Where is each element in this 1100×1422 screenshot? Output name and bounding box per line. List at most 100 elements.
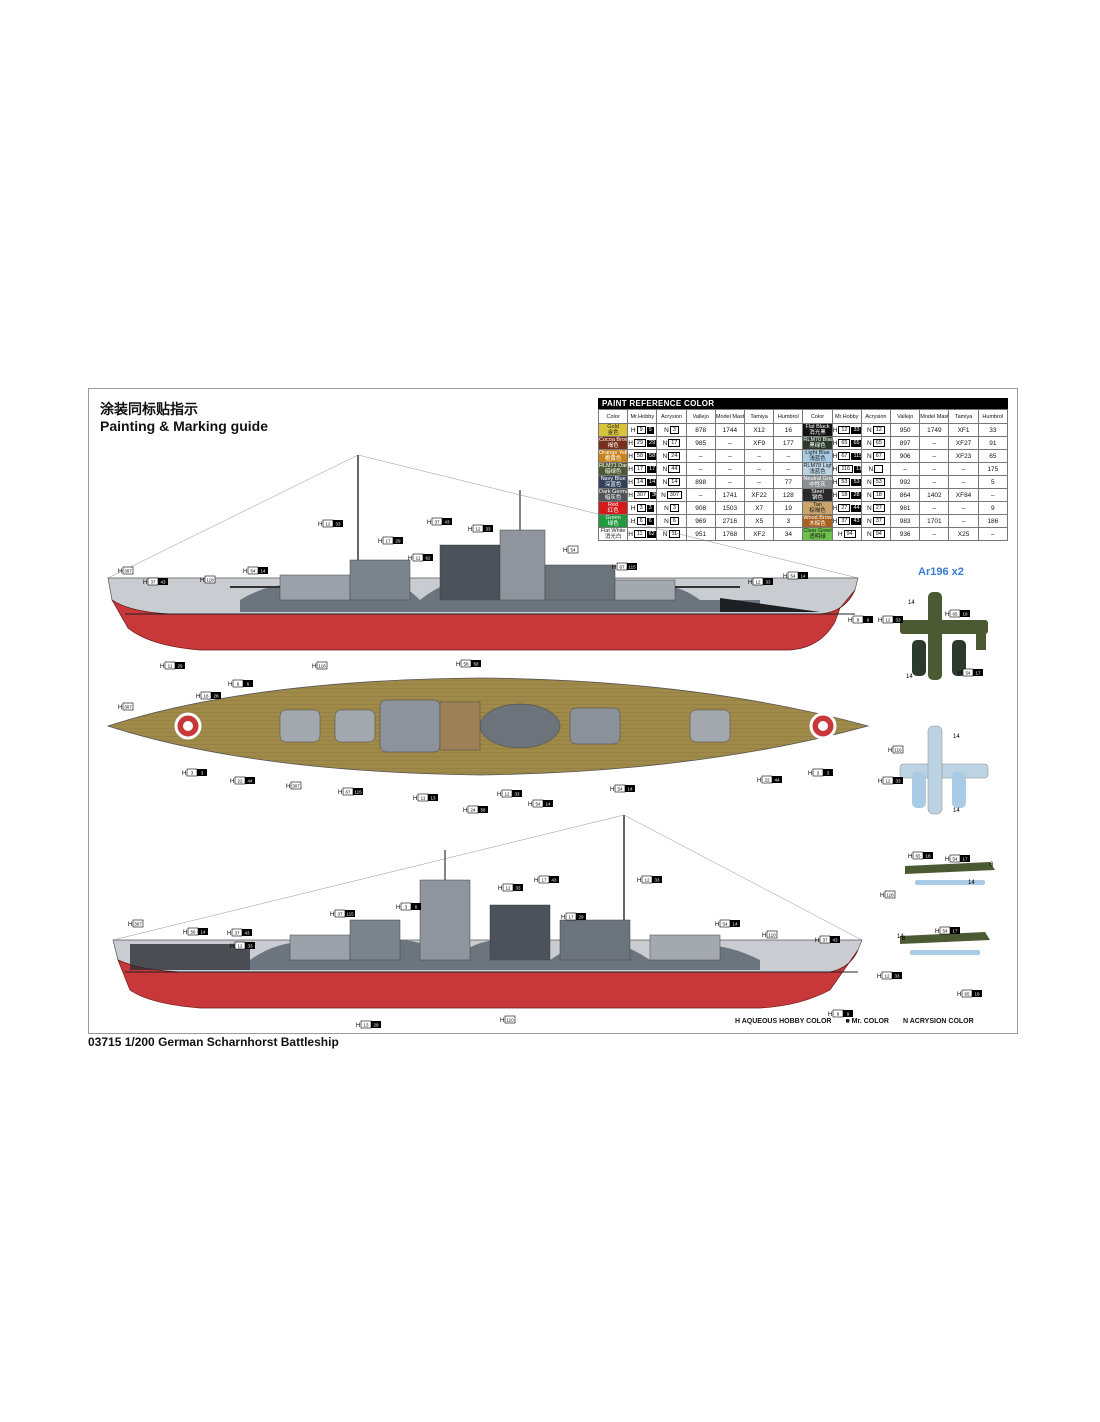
mr-color-code: 307 (650, 491, 656, 499)
color-name-cn: 透明绿 (809, 534, 826, 540)
acrysion-number: 67 (872, 452, 885, 460)
color-name-cn: 浅蓝色 (809, 469, 826, 475)
callout-mr-code: 44 (774, 778, 780, 783)
callout-h-prefix: H (848, 618, 852, 624)
callout-h-prefix: H (498, 886, 502, 892)
callout-h-prefix: H (500, 1018, 504, 1024)
callout-mr-code: 29 (373, 1023, 379, 1028)
callout-mr-code: 29 (578, 915, 584, 920)
h-prefix: H (628, 452, 633, 460)
h-prefix: H (628, 491, 633, 499)
aqueous-code: 18 (838, 491, 851, 499)
color-name-cn: 木棕色 (809, 521, 826, 527)
callout-mr-code: 43 (444, 520, 450, 525)
callout-h-prefix: H (468, 527, 472, 533)
callout-h-prefix: H (182, 771, 186, 777)
color-name: Red (608, 502, 619, 509)
callout-aqueous-code: 12 (644, 878, 650, 883)
aircraft-bottom-view (899, 725, 989, 815)
h-prefix: H (832, 465, 838, 473)
callout-h-prefix: H (396, 905, 400, 911)
ship-top-view (106, 677, 870, 776)
callout-aqueous-code: 118 (318, 664, 326, 669)
callout-h-prefix: H (957, 992, 961, 998)
callout-aqueous-code: 67 (345, 790, 351, 795)
mr-hobby-code-group: H116116 (832, 465, 861, 473)
callout-mr-code: 58 (480, 808, 486, 813)
callout-aqueous-code: 18 (203, 694, 209, 699)
callout-h-prefix: H (612, 565, 616, 571)
decal-number: 14 (968, 880, 975, 886)
color-swatch: Cocoa Brown褐色 (597, 436, 629, 450)
mr-color-code: 14 (647, 478, 656, 486)
mr-color-code: 17 (647, 465, 656, 473)
paint-humbrol: 5 (977, 475, 1009, 489)
callout-aqueous-code: 110 (768, 933, 776, 938)
callout-mr-code: 115 (346, 912, 354, 917)
color-name-cn: 深蓝色 (604, 482, 622, 488)
callout-aqueous-code: 54 (535, 802, 541, 807)
color-name: Light Blue (805, 450, 830, 457)
h-prefix: H (832, 439, 838, 447)
color-name-cn: 绿色 (607, 521, 619, 527)
product-footer: 03715 1/200 German Scharnhorst Battleshi… (88, 1035, 339, 1049)
h-prefix: H (832, 426, 838, 434)
callout-h-prefix: H (196, 694, 200, 700)
callout-aqueous-code: 12 (325, 522, 331, 527)
mr-color-code: 6 (646, 517, 654, 525)
h-prefix: H (832, 504, 838, 512)
decal-number: 6 (990, 862, 994, 868)
paint-humbrol: 34 (773, 527, 804, 541)
n-prefix: N (662, 530, 668, 538)
color-name-cn: 浅蓝色 (809, 456, 826, 462)
callout-aqueous-code: 37 (822, 938, 828, 943)
callout-mr-code: 33 (335, 522, 341, 527)
callout-mr-code: 18 (974, 992, 980, 997)
callout-mr-code: 115 (628, 565, 636, 570)
color-name-cn: 暗绿色 (604, 469, 622, 475)
callout-aqueous-code: 3 (405, 905, 408, 910)
callout-h-prefix: H (757, 778, 761, 784)
callout-mr-code: 44 (247, 779, 253, 784)
aqueous-code: 307 (633, 491, 650, 499)
color-name: Cocoa Brown (599, 437, 627, 444)
callout-aqueous-code: 12 (884, 974, 890, 979)
aircraft-side-view-1 (905, 862, 995, 885)
callout-mr-code: 14 (260, 569, 266, 574)
legend-acrysion: N ACRYSION COLOR (903, 1018, 974, 1025)
callout-mr-code: 9 (847, 1012, 850, 1017)
n-prefix: N (662, 465, 668, 473)
acrysion-number: 53 (872, 478, 885, 486)
n-prefix: N (662, 478, 668, 486)
callout-h-prefix: H (330, 912, 334, 918)
callout-mr-code: 6 (247, 682, 250, 687)
callout-mr-code: 14 (545, 802, 551, 807)
